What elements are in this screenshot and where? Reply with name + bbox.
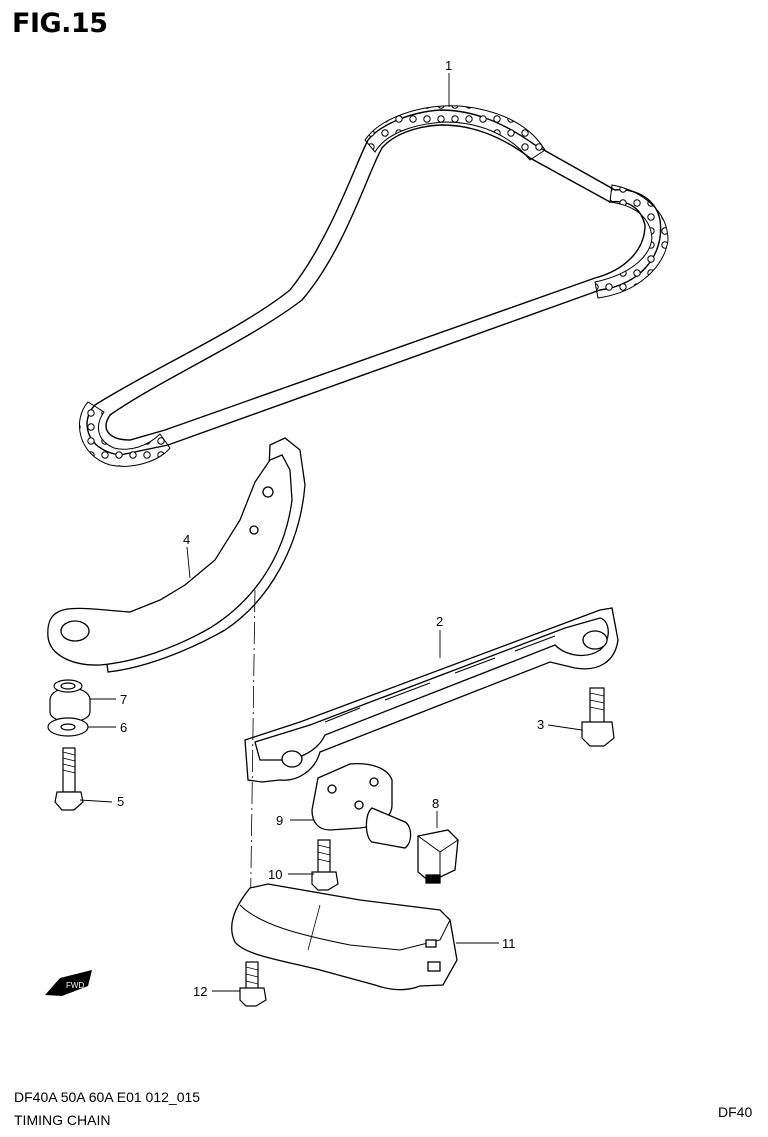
timing-chain — [86, 109, 662, 456]
chain-links — [79, 105, 669, 467]
callout-6: 6 — [120, 720, 127, 735]
collar — [49, 679, 91, 723]
callout-11: 11 — [502, 936, 516, 951]
chain-guide — [244, 607, 619, 783]
fwd-arrow-icon: FWD — [45, 970, 92, 996]
callout-12: 12 — [193, 984, 207, 999]
cover — [231, 883, 458, 991]
bolt — [54, 747, 84, 811]
center-line — [249, 589, 256, 941]
callout-10: 10 — [268, 867, 282, 882]
fwd-label: FWD — [66, 981, 84, 990]
bolt-10 — [311, 839, 339, 891]
tensioner-shoe — [417, 829, 459, 884]
tension-guide — [47, 437, 306, 673]
bolt-3 — [581, 687, 615, 747]
callout-3: 3 — [537, 717, 544, 732]
figure-title: FIG.15 — [12, 8, 108, 39]
callout-4: 4 — [183, 532, 190, 547]
callout-7: 7 — [120, 692, 127, 707]
bolt-12 — [239, 961, 267, 1007]
leader-lines — [79, 73, 583, 992]
washer — [47, 717, 89, 737]
model-code: DF40A 50A 60A E01 012_015 — [14, 1089, 201, 1105]
callout-2: 2 — [436, 614, 443, 629]
callout-8: 8 — [432, 796, 439, 811]
callout-1: 1 — [445, 58, 452, 73]
callouts: 1 2 3 4 5 6 7 8 9 10 11 12 — [117, 58, 544, 999]
model-label: DF40 — [718, 1104, 753, 1120]
callout-5: 5 — [117, 794, 124, 809]
callout-9: 9 — [276, 813, 283, 828]
section-name: TIMING CHAIN — [14, 1112, 111, 1128]
chain-tensioner — [311, 762, 412, 849]
